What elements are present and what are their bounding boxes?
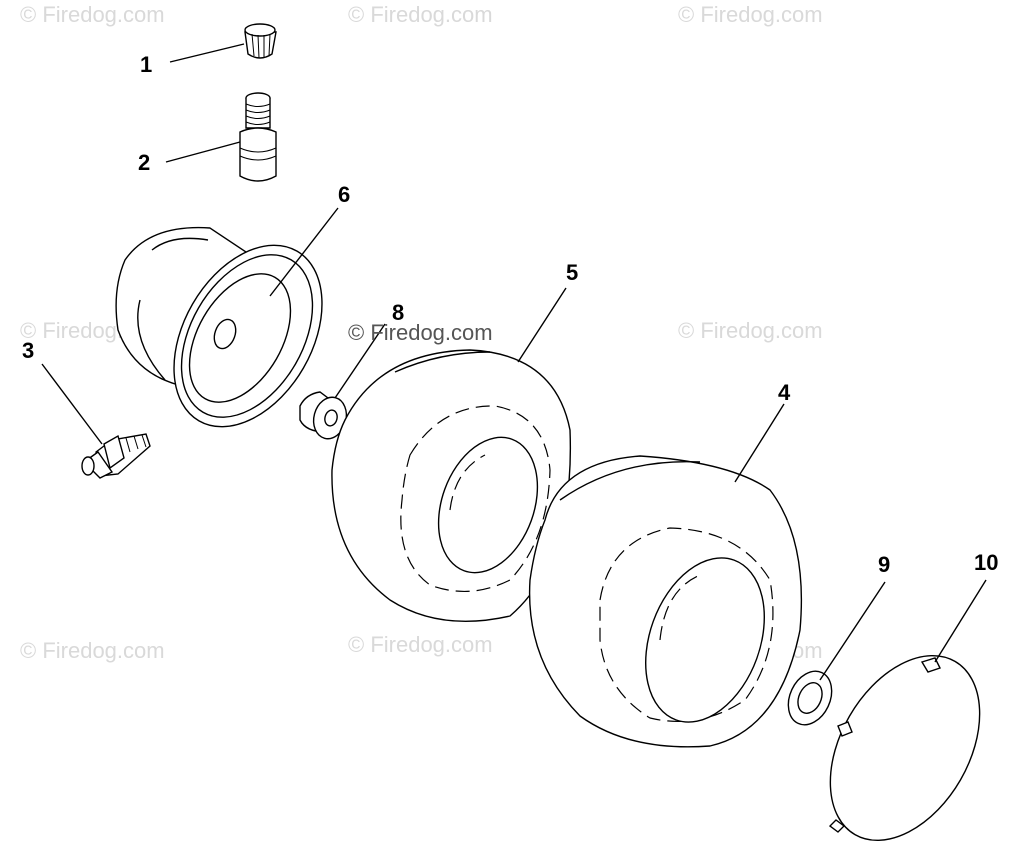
watermark: © Firedog.com xyxy=(348,2,493,27)
callout-5: 5 xyxy=(566,260,578,285)
watermark: © Firedog.com xyxy=(348,632,493,657)
bushing-icon[interactable] xyxy=(299,391,351,442)
tire-icon[interactable] xyxy=(331,349,572,623)
watermark: © Firedog.com xyxy=(20,638,165,663)
wheel-rim-icon[interactable] xyxy=(115,219,352,453)
washer-icon[interactable] xyxy=(780,664,840,732)
watermark: © Firedog.com xyxy=(348,320,493,345)
callout-6: 6 xyxy=(338,182,350,207)
leader-lines xyxy=(41,43,987,681)
watermark: © Firedog.com xyxy=(20,2,165,27)
watermark: © Firedog.com xyxy=(678,2,823,27)
callout-2: 2 xyxy=(138,150,150,175)
valve-cap-icon[interactable] xyxy=(244,23,277,59)
hub-cap-icon[interactable] xyxy=(800,629,1011,866)
tire-icon[interactable] xyxy=(528,455,803,748)
callout-10: 10 xyxy=(974,550,998,575)
callout-3: 3 xyxy=(22,338,34,363)
grease-fitting-icon[interactable] xyxy=(81,433,151,479)
callout-1: 1 xyxy=(140,52,152,77)
callout-9: 9 xyxy=(878,552,890,577)
valve-stem-icon[interactable] xyxy=(239,92,277,182)
callout-8: 8 xyxy=(392,300,404,325)
callout-4: 4 xyxy=(778,380,791,405)
watermark: © Firedog.com xyxy=(678,318,823,343)
